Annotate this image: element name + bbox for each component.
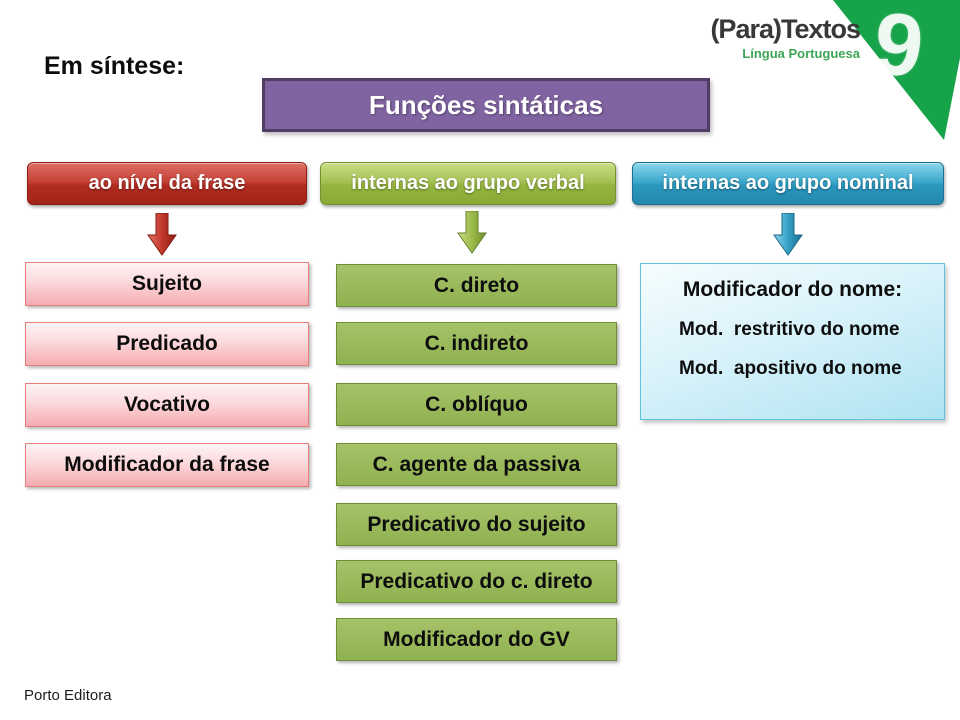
item-c-indireto: C. indireto <box>336 322 617 365</box>
logo-title: (Para)Textos <box>710 14 861 44</box>
item-c-agente-da-passiva: C. agente da passiva <box>336 443 617 486</box>
item-c-obliquo: C. oblíquo <box>336 383 617 426</box>
header-grupo-verbal: internas ao grupo verbal <box>320 162 616 205</box>
diagram-title-label: Funções sintáticas <box>368 89 604 120</box>
panel-item-restritivo: Mod. restritivo do nome <box>679 319 900 340</box>
item-predicado: Predicado <box>25 322 309 366</box>
item-predicativo-do-c-direto: Predicativo do c. direto <box>336 560 617 603</box>
item-predicativo-do-sujeito: Predicativo do sujeito <box>336 503 617 546</box>
panel-modificador-do-nome: Modificador do nome: Mod. restritivo do … <box>640 263 945 420</box>
panel-item-apositivo: Mod. apositivo do nome <box>679 358 902 379</box>
footer-publisher: Porto Editora <box>24 687 112 704</box>
corner-ribbon <box>833 0 960 140</box>
header-nivel-da-frase: ao nível da frase <box>27 162 307 205</box>
panel-title: Modificador do nome: <box>682 278 903 301</box>
diagram-title-box: Funções sintáticas <box>262 78 710 132</box>
down-arrow-green-icon <box>457 211 487 254</box>
item-sujeito: Sujeito <box>25 262 309 306</box>
down-arrow-red-icon <box>147 213 177 256</box>
header-grupo-nominal: internas ao grupo nominal <box>632 162 944 205</box>
item-c-direto: C. direto <box>336 264 617 307</box>
logo-subtitle: Língua Portuguesa <box>742 46 860 61</box>
item-vocativo: Vocativo <box>25 383 309 427</box>
item-modificador-do-gv: Modificador do GV <box>336 618 617 661</box>
intro-label: Em síntese: <box>44 52 185 80</box>
item-modificador-da-frase: Modificador da frase <box>25 443 309 487</box>
down-arrow-blue-icon <box>773 213 803 256</box>
